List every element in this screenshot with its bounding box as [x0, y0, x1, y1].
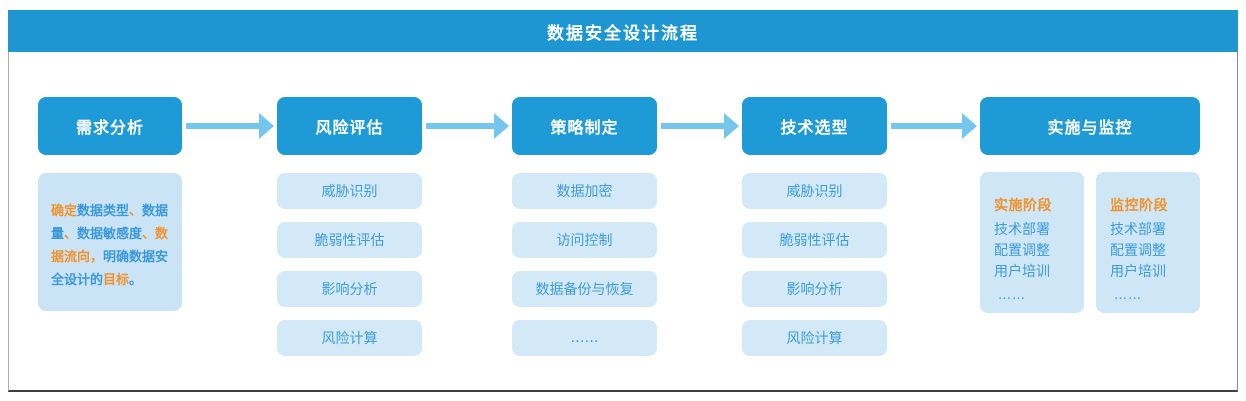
phase-line: 技术部署: [994, 222, 1050, 238]
stage-box-technology-selection: 技术选型: [742, 97, 887, 155]
arrow-head: [259, 113, 274, 139]
sub-item-vulnerability-assessment: 脆弱性评估: [742, 222, 887, 258]
desc-segment: 明确数据安全设计的: [51, 250, 169, 289]
diagram-title: 数据安全设计流程: [547, 23, 699, 44]
phase-line: 配置调整: [994, 243, 1050, 259]
desc-segment: 、: [64, 227, 78, 243]
phase-line: 配置调整: [1110, 243, 1166, 259]
arrow-head: [724, 113, 739, 139]
arrow-head: [962, 113, 977, 139]
desc-segment: 确定: [51, 204, 78, 219]
stage-box-strategy-formulation: 策略制定: [512, 97, 657, 155]
stage-box-implementation-monitoring: 实施与监控: [980, 97, 1200, 155]
sub-item-risk-calculation: 风险计算: [277, 320, 422, 356]
flow-arrow-icon: [661, 113, 739, 139]
desc-segment: 、: [129, 204, 143, 219]
desc-segment: 目标: [103, 273, 130, 289]
sub-item-impact-analysis: 影响分析: [742, 271, 887, 307]
sub-item-backup-recovery: 数据备份与恢复: [512, 271, 657, 307]
arrow-shaft: [891, 123, 964, 129]
phase-ellipsis: ……: [1114, 288, 1142, 303]
desc-segment: 数据敏感度: [77, 227, 143, 243]
sub-item-threat-identification: 威胁识别: [277, 173, 422, 209]
phase-ellipsis: ……: [998, 288, 1026, 303]
phase-title: 实施阶段: [994, 198, 1052, 214]
sub-item-impact-analysis: 影响分析: [277, 271, 422, 307]
sub-item-data-encryption: 数据加密: [512, 173, 657, 209]
arrow-shaft: [186, 123, 261, 129]
sub-item-ellipsis: ……: [512, 320, 657, 356]
sub-item-risk-calculation: 风险计算: [742, 320, 887, 356]
phase-line: 用户培训: [1110, 264, 1166, 280]
arrow-shaft: [661, 123, 726, 129]
desc-segment: 数据量: [51, 204, 169, 243]
arrow-head: [494, 113, 509, 139]
desc-segment: 、数据流向，: [51, 227, 169, 266]
stage-box-requirements-analysis: 需求分析: [38, 97, 182, 155]
monitoring-phase-panel: 监控阶段 技术部署 配置调整 用户培训 ……: [1096, 172, 1200, 313]
desc-segment: 。: [129, 273, 143, 289]
phase-line: 用户培训: [994, 264, 1050, 280]
stage-box-risk-assessment: 风险评估: [277, 97, 422, 155]
phase-title: 监控阶段: [1110, 198, 1168, 214]
arrow-shaft: [426, 123, 496, 129]
sub-item-vulnerability-assessment: 脆弱性评估: [277, 222, 422, 258]
flow-arrow-icon: [426, 113, 509, 139]
flow-arrow-icon: [891, 113, 977, 139]
requirements-description: 确定数据类型、数据量、数据敏感度、数据流向，明确数据安全设计的目标。: [38, 173, 182, 311]
phase-line: 技术部署: [1110, 222, 1166, 238]
sub-item-access-control: 访问控制: [512, 222, 657, 258]
flow-arrow-icon: [186, 113, 274, 139]
sub-item-threat-identification: 威胁识别: [742, 173, 887, 209]
implementation-phase-panel: 实施阶段 技术部署 配置调整 用户培训 ……: [980, 172, 1084, 313]
desc-segment: 数据类型: [77, 204, 130, 219]
diagram-title-bar: 数据安全设计流程: [8, 10, 1238, 52]
